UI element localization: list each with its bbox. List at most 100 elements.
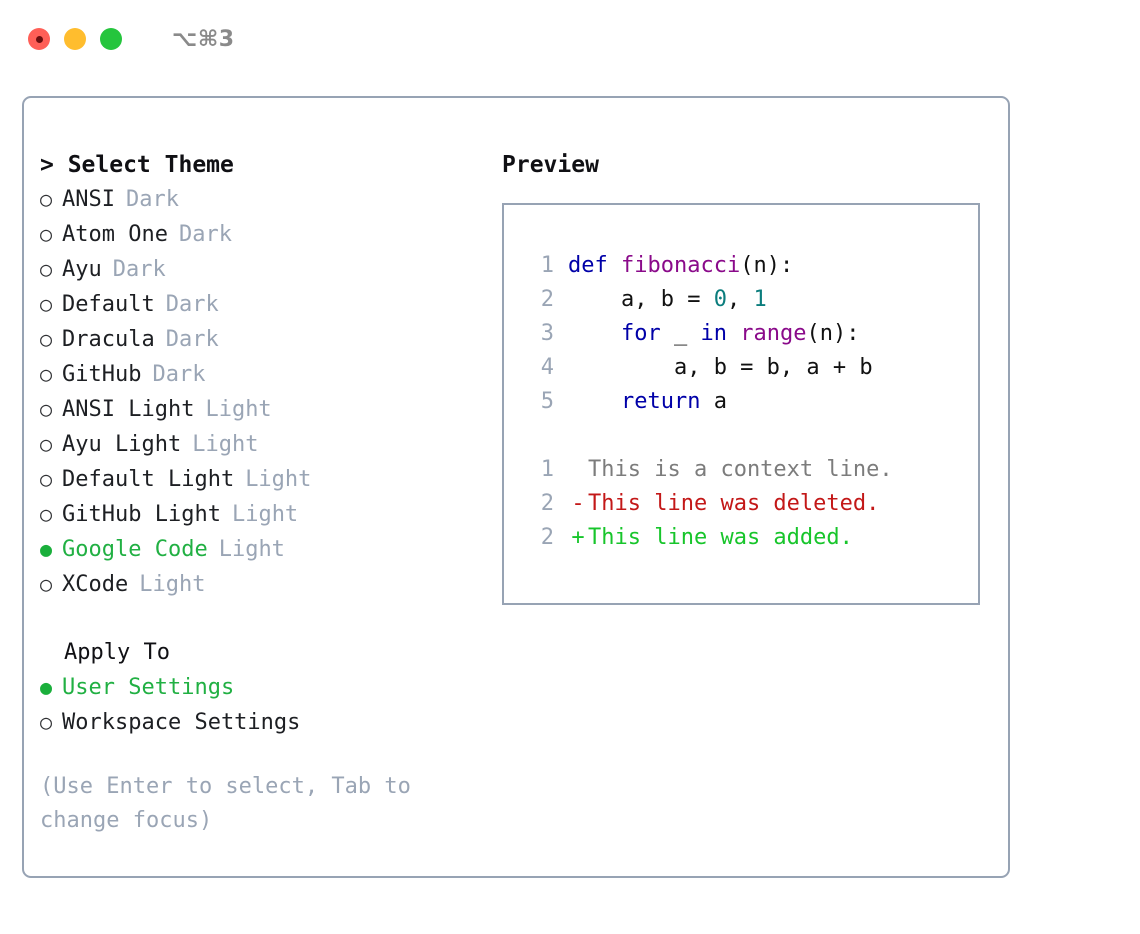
code-token-fn: range: [740, 321, 807, 346]
theme-option-ayu-light[interactable]: ○ Ayu Light Light: [40, 427, 480, 462]
theme-option-github[interactable]: ○ GitHub Dark: [40, 357, 480, 392]
minimize-button-icon[interactable]: [64, 28, 86, 50]
theme-variant-badge: Dark: [178, 222, 232, 247]
close-button-icon[interactable]: [28, 28, 50, 50]
apply-to-option-label: User Settings: [62, 675, 235, 700]
theme-variant-badge: Light: [139, 572, 206, 597]
traffic-lights: [28, 28, 122, 50]
theme-variant-badge: Light: [231, 502, 299, 527]
code-token-kw: for: [620, 321, 661, 346]
radio-unselected-icon[interactable]: ○: [40, 257, 53, 281]
theme-option-label: GitHub Light: [62, 502, 221, 527]
code-token-kw: return: [620, 389, 701, 414]
theme-variant-badge: Light: [192, 432, 259, 457]
code-token-num: 1: [753, 287, 767, 312]
diff-line-text: This is a context line.: [588, 457, 893, 482]
theme-option-label: ANSI: [62, 187, 115, 212]
theme-option-atom-one[interactable]: ○ Atom One Dark: [40, 217, 480, 252]
radio-unselected-icon[interactable]: ○: [40, 710, 53, 734]
apply-to-option-label: Workspace Settings: [62, 710, 301, 735]
radio-unselected-icon[interactable]: ○: [40, 222, 53, 246]
maximize-button-icon[interactable]: [100, 28, 122, 50]
apply-to-option-user-settings[interactable]: ● User Settings: [40, 670, 480, 705]
code-token-txt: (n):: [806, 321, 860, 346]
theme-option-label: ANSI Light: [62, 397, 195, 422]
code-token-txt: [568, 317, 621, 351]
theme-option-label: Google Code: [62, 537, 208, 562]
radio-unselected-icon[interactable]: ○: [40, 327, 53, 351]
radio-unselected-icon[interactable]: ○: [40, 292, 53, 316]
code-line-number: 3: [540, 321, 554, 346]
code-line-number: 2: [540, 287, 554, 312]
theme-option-label: Ayu Light: [62, 432, 182, 457]
radio-unselected-icon[interactable]: ○: [40, 572, 53, 596]
diff-line: 1 This is a context line.: [526, 453, 978, 487]
theme-variant-badge: Dark: [112, 257, 166, 282]
code-token-txt: a, b = b, a + b: [568, 355, 873, 380]
theme-option-label: Atom One: [62, 222, 168, 247]
radio-unselected-icon[interactable]: ○: [40, 187, 53, 211]
theme-option-label: Dracula: [62, 327, 155, 352]
theme-option-ansi-light[interactable]: ○ ANSI Light Light: [40, 392, 480, 427]
theme-variant-badge: Light: [245, 467, 312, 492]
title-bar: ⌥⌘3: [0, 0, 1140, 78]
theme-option-label: Ayu: [62, 257, 102, 282]
diff-line-number: 1: [540, 457, 554, 482]
code-token-txt: a: [700, 389, 727, 414]
theme-option-default[interactable]: ○ Default Dark: [40, 287, 480, 322]
list-spacer: [40, 602, 480, 636]
radio-unselected-icon[interactable]: ○: [40, 397, 53, 421]
code-line-number: 5: [540, 389, 554, 414]
code-token-kw: in: [700, 321, 727, 346]
apply-to-option-workspace-settings[interactable]: ○ Workspace Settings: [40, 705, 480, 740]
theme-variant-badge: Dark: [165, 292, 219, 317]
diff-line-text: This line was added.: [588, 525, 853, 550]
section-title-select-theme: > Select Theme: [40, 152, 234, 178]
theme-option-github-light[interactable]: ○ GitHub Light Light: [40, 497, 480, 532]
theme-option-label: XCode: [62, 572, 129, 597]
code-token-kw: def: [568, 253, 608, 278]
diff-sample-block: 1 This is a context line.2-This line was…: [526, 453, 978, 555]
code-line: 3 for _ in range(n):: [526, 317, 978, 351]
theme-option-xcode[interactable]: ○ XCode Light: [40, 567, 480, 602]
radio-unselected-icon[interactable]: ○: [40, 432, 53, 456]
code-token-txt: _: [660, 321, 701, 346]
code-token-fn: fibonacci: [621, 253, 741, 278]
theme-variant-badge: Light: [205, 397, 272, 422]
code-token-txt: [727, 317, 740, 351]
preview-title: Preview: [502, 152, 599, 178]
theme-option-label: Default: [62, 292, 155, 317]
theme-option-default-light[interactable]: ○ Default Light Light: [40, 462, 480, 497]
theme-variant-badge: Light: [218, 537, 285, 562]
radio-selected-icon[interactable]: ●: [40, 675, 53, 699]
code-token-num: 0: [713, 287, 727, 312]
code-token-txt: [608, 249, 621, 283]
diff-line: 2-This line was deleted.: [526, 487, 978, 521]
diff-sign-marker: -: [571, 491, 585, 516]
radio-unselected-icon[interactable]: ○: [40, 502, 53, 526]
radio-unselected-icon[interactable]: ○: [40, 362, 53, 386]
diff-line-number: 2: [540, 525, 554, 550]
theme-option-ansi[interactable]: ○ ANSI Dark: [40, 182, 480, 217]
code-token-txt: a, b =: [568, 287, 714, 312]
code-line: 4 a, b = b, a + b: [526, 351, 978, 385]
keyboard-shortcut-label: ⌥⌘3: [172, 26, 235, 52]
theme-option-label: GitHub: [62, 362, 142, 387]
theme-option-ayu[interactable]: ○ Ayu Dark: [40, 252, 480, 287]
code-line-number: 4: [540, 355, 554, 380]
diff-line-number: 2: [540, 491, 554, 516]
theme-option-label: Default Light: [62, 467, 235, 492]
radio-selected-icon[interactable]: ●: [40, 537, 53, 561]
radio-unselected-icon[interactable]: ○: [40, 467, 53, 491]
diff-line-text: This line was deleted.: [588, 491, 880, 516]
theme-variant-badge: Dark: [125, 187, 179, 212]
theme-option-google-code[interactable]: ● Google Code Light: [40, 532, 480, 567]
code-token-txt: [568, 385, 621, 419]
theme-variant-badge: Dark: [152, 362, 206, 387]
